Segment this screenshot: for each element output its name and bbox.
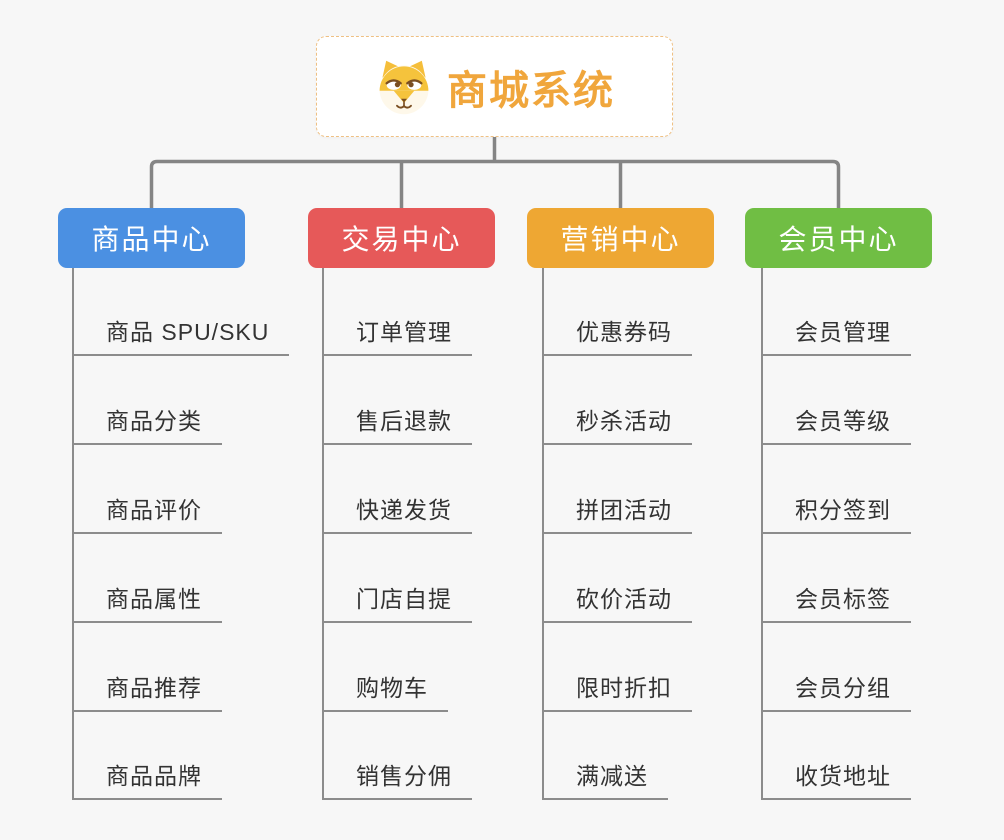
branch-node[interactable]: 交易中心 [308,208,495,268]
leaf-label: 商品推荐 [106,675,202,701]
leaf-label: 购物车 [356,675,428,701]
leaf-node[interactable]: 订单管理 [322,315,472,356]
branch-label: 营销中心 [560,224,681,255]
root-node[interactable]: 商城系统 [316,36,673,137]
branch-node[interactable]: 商品中心 [58,208,245,268]
leaf-label: 门店自提 [356,586,452,612]
leaf-label: 拼团活动 [576,497,672,523]
leaf-node[interactable]: 会员标签 [761,582,911,623]
leaf-node[interactable]: 门店自提 [322,582,472,623]
branch-label: 商品中心 [91,224,212,255]
leaf-node[interactable]: 满减送 [542,759,668,800]
leaf-label: 会员标签 [795,586,891,612]
leaf-label: 商品 SPU/SKU [106,319,270,345]
branch-label: 交易中心 [341,224,462,255]
leaf-label: 优惠券码 [576,319,672,345]
leaf-label: 会员等级 [795,408,891,434]
leaf-node[interactable]: 商品 SPU/SKU [72,315,290,356]
branch-node[interactable]: 营销中心 [527,208,714,268]
leaf-label: 售后退款 [356,408,452,434]
leaf-node[interactable]: 售后退款 [322,404,472,445]
leaf-node[interactable]: 会员分组 [761,671,911,712]
leaf-label: 销售分佣 [356,763,452,789]
leaf-label: 商品品牌 [106,763,202,789]
leaf-node[interactable]: 拼团活动 [542,493,692,534]
leaf-node[interactable]: 商品评价 [72,493,222,534]
leaf-label: 快递发货 [356,497,452,523]
leaf-label: 秒杀活动 [576,408,672,434]
leaf-label: 砍价活动 [576,586,672,612]
leaf-node[interactable]: 商品品牌 [72,759,222,800]
dog-face-icon [379,60,429,114]
leaf-node[interactable]: 商品属性 [72,582,222,623]
leaf-label: 商品分类 [106,408,202,434]
leaf-node[interactable]: 秒杀活动 [542,404,692,445]
leaf-node[interactable]: 商品推荐 [72,671,222,712]
leaf-node[interactable]: 商品分类 [72,404,222,445]
leaf-node[interactable]: 购物车 [322,671,448,712]
leaf-label: 订单管理 [356,319,452,345]
leaf-node[interactable]: 销售分佣 [322,759,472,800]
leaf-label: 限时折扣 [576,675,672,701]
leaf-node[interactable]: 砍价活动 [542,582,692,623]
leaf-node[interactable]: 快递发货 [322,493,472,534]
leaf-node[interactable]: 优惠券码 [542,315,692,356]
leaf-label: 满减送 [576,763,648,789]
leaf-label: 会员管理 [795,319,891,345]
leaf-node[interactable]: 会员管理 [761,315,911,356]
branch-node[interactable]: 会员中心 [745,208,932,268]
leaf-label: 会员分组 [795,675,891,701]
leaf-node[interactable]: 积分签到 [761,493,911,534]
root-title: 商城系统 [447,68,615,113]
leaf-label: 商品评价 [106,497,202,523]
leaf-label: 收货地址 [795,763,891,789]
leaf-label: 积分签到 [795,497,891,523]
leaf-node[interactable]: 收货地址 [761,759,911,800]
leaf-label: 商品属性 [106,586,202,612]
leaf-node[interactable]: 会员等级 [761,404,911,445]
branch-label: 会员中心 [778,224,899,255]
leaf-node[interactable]: 限时折扣 [542,671,692,712]
